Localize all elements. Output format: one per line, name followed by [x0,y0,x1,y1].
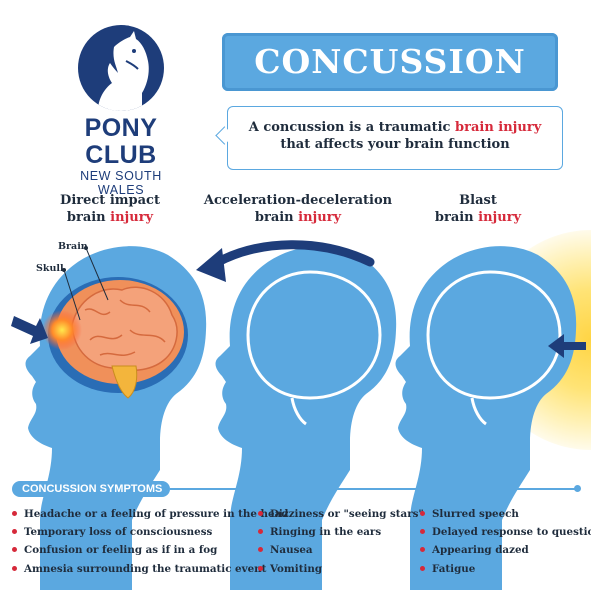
symptom-item: Slurred speech [420,505,591,523]
pony-club-logo: PONY CLUB NEW SOUTH WALES [55,25,187,197]
symptom-item: Headache or a feeling of pressure in the… [12,505,288,523]
page-title: CONCUSSION [254,42,526,81]
symptom-item: Temporary loss of consciousness [12,523,288,541]
skull-label: Skull [36,263,64,274]
symptoms-column-2: Dizziness or "seeing stars" Ringing in t… [258,505,424,578]
symptom-item: Nausea [258,541,424,559]
symptom-item: Appearing dazed [420,541,591,559]
column-title-blast: Blast brain injury [434,193,522,225]
logo-title: PONY CLUB [84,114,158,169]
definition-text: A concussion is a traumatic brain injury… [238,119,552,153]
symptoms-column-3: Slurred speech Delayed response to quest… [420,505,591,578]
definition-highlight: brain injury [455,120,542,135]
symptom-item: Ringing in the ears [258,523,424,541]
head-direct-impact [11,246,207,590]
symptoms-divider-end [574,485,581,492]
head-acceleration [215,246,397,590]
column-title-acceleration: Acceleration-deceleration brain injury [203,193,393,225]
symptoms-divider [170,488,578,490]
brain-label: Brain [58,241,88,252]
symptom-item: Confusion or feeling as if in a fog [12,541,288,559]
symptom-item: Amnesia surrounding the traumatic event [12,560,288,578]
motion-arrow [213,240,375,267]
symptom-item: Vomiting [258,560,424,578]
column-title-direct-impact: Direct impact brain injury [60,193,160,225]
definition-post: that affects your brain function [280,137,510,152]
symptom-item: Dizziness or "seeing stars" [258,505,424,523]
horse-head-icon [78,25,164,111]
definition-pre: A concussion is a traumatic [248,120,456,135]
logo-subtitle: NEW SOUTH WALES [80,169,162,197]
symptom-item: Delayed response to questions [420,523,591,541]
definition-callout: A concussion is a traumatic brain injury… [227,106,563,170]
symptoms-column-1: Headache or a feeling of pressure in the… [12,505,288,578]
head-blast [395,246,577,590]
blast-arrow [548,334,586,358]
title-banner: CONCUSSION [222,33,558,91]
symptoms-header: CONCUSSION SYMPTOMS [12,481,170,497]
symptom-item: Fatigue [420,560,591,578]
